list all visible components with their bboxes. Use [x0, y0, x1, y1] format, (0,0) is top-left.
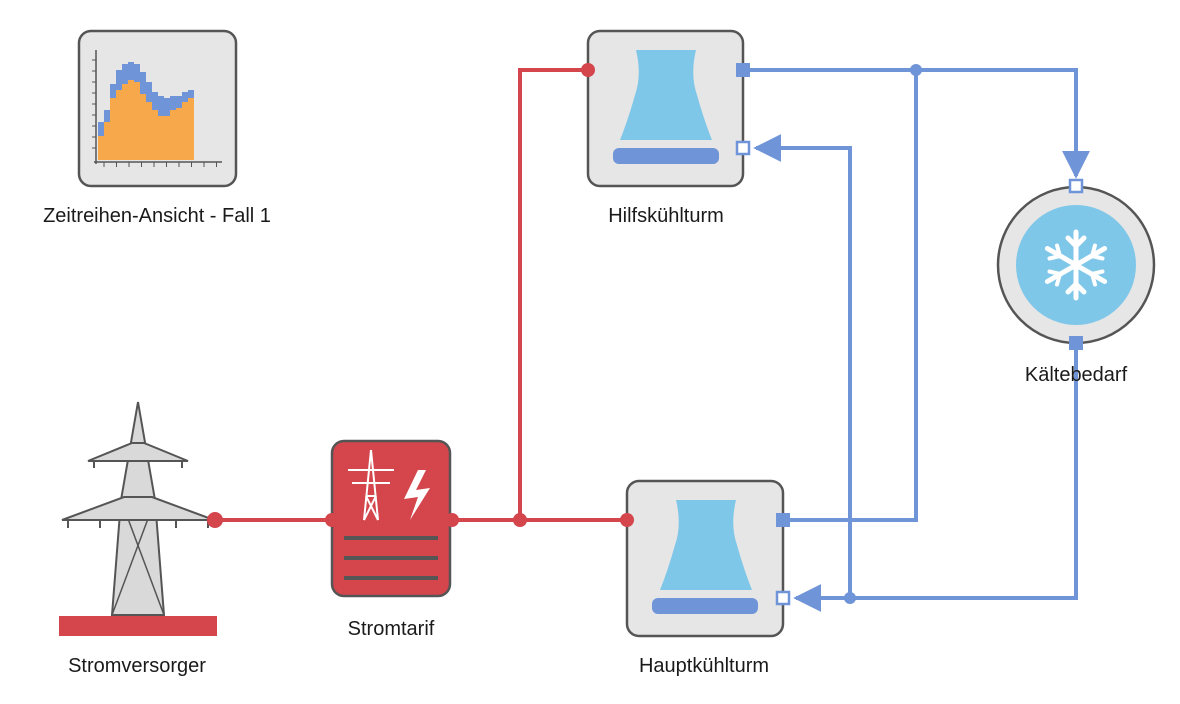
tariff-output-port[interactable] [445, 513, 459, 527]
main-tower-inlet-port[interactable] [775, 590, 791, 606]
cooling-line-branch-to-aux[interactable] [753, 134, 852, 598]
aux-tower-node[interactable] [581, 29, 751, 188]
main-tower-power-port[interactable] [620, 513, 634, 527]
snowflake-icon [1044, 229, 1108, 301]
electricity-tariff-icon [344, 449, 438, 580]
aux-tower-label: Hilfskühlturm [608, 205, 724, 227]
electric-connections [215, 68, 627, 522]
main-tower-node[interactable] [620, 479, 791, 638]
electric-line-tariff-aux[interactable] [518, 68, 588, 520]
cooling-tower-icon [613, 50, 719, 164]
demand-inlet-port[interactable] [1068, 178, 1084, 194]
tariff-label: Stromtarif [347, 618, 435, 640]
timeseries-node[interactable] [77, 29, 238, 188]
junctions [513, 64, 922, 604]
cooling-connections [743, 68, 1090, 612]
cooling-line-demand-to-main[interactable] [793, 343, 1078, 612]
aux-tower-inlet-port[interactable] [735, 140, 751, 156]
cooling-line-main-to-junction[interactable] [783, 70, 918, 522]
demand-outlet-port[interactable] [1069, 336, 1083, 350]
cooling-junction-top-dot [910, 64, 922, 76]
demand-label: Kältebedarf [1024, 364, 1128, 386]
cooling-line-aux-to-demand[interactable] [743, 68, 1090, 179]
cooling-junction-bottom-dot [844, 592, 856, 604]
supplier-node[interactable] [59, 401, 223, 636]
cooling-tower-icon [652, 500, 758, 614]
main-tower-outlet-port[interactable] [776, 513, 790, 527]
supplier-base [59, 616, 217, 636]
timeseries-label: Zeitreihen-Ansicht - Fall 1 [43, 205, 271, 227]
main-tower-label: Hauptkühlturm [638, 655, 770, 677]
supplier-label: Stromversorger [68, 655, 206, 677]
aux-tower-power-port[interactable] [581, 63, 595, 77]
power-pylon-icon [61, 401, 215, 616]
bar-chart-icon [92, 50, 222, 167]
supplier-power-port[interactable] [207, 512, 223, 528]
aux-tower-outlet-port[interactable] [736, 63, 750, 77]
tariff-input-port[interactable] [325, 513, 339, 527]
tariff-box [330, 439, 452, 598]
electric-junction-dot [513, 513, 527, 527]
tariff-node[interactable] [325, 439, 459, 598]
demand-node[interactable] [996, 178, 1156, 350]
